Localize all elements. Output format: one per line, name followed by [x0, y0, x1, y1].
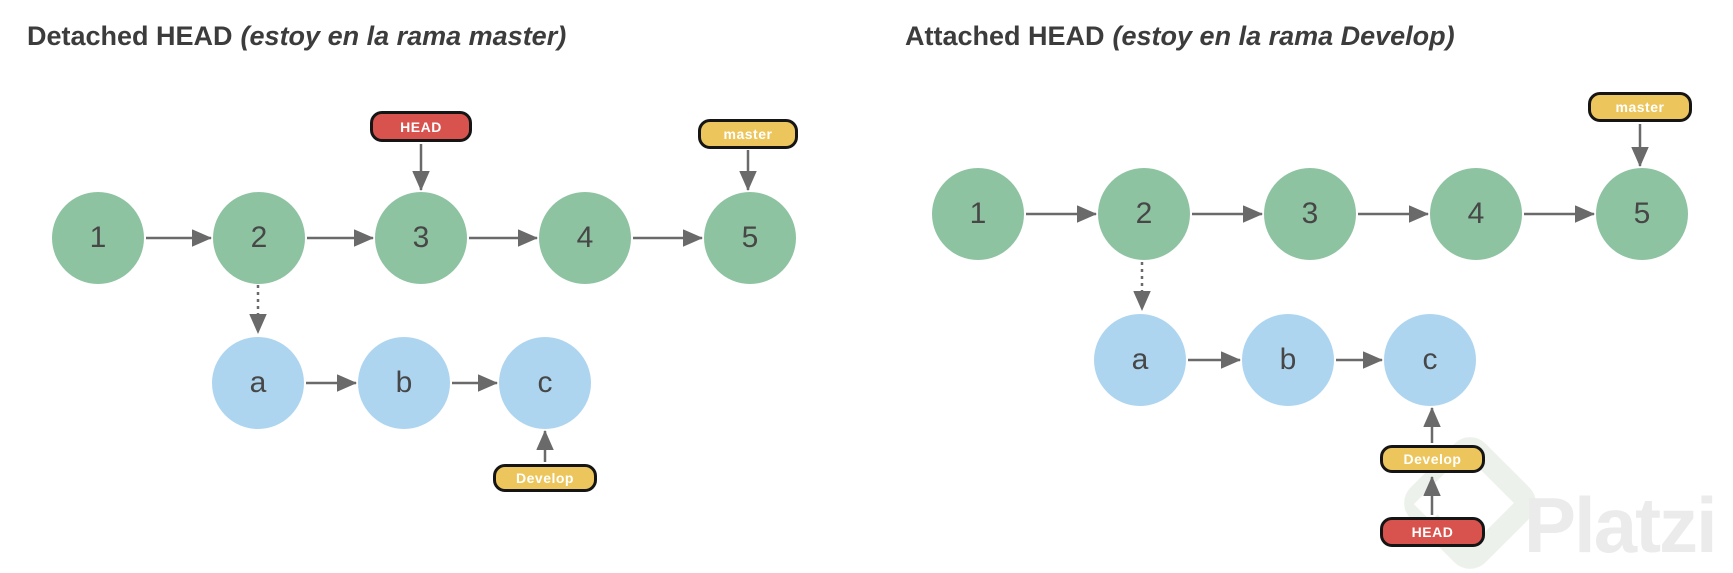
- left-branch-node-b: b: [358, 337, 450, 429]
- left-commit-node-3: 3: [375, 192, 467, 284]
- right-commit-node-1: 1: [932, 168, 1024, 260]
- right-commit-node-4: 4: [1430, 168, 1522, 260]
- left-commit-node-5: 5: [704, 192, 796, 284]
- left-master-badge: master: [698, 119, 798, 149]
- left-title-text: Detached HEAD: [27, 21, 233, 51]
- right-branch-node-b: b: [1242, 314, 1334, 406]
- right-diagram-title: Attached HEAD(estoy en la rama Develop): [905, 21, 1455, 52]
- left-branch-node-a: a: [212, 337, 304, 429]
- left-branch-node-c: c: [499, 337, 591, 429]
- right-master-badge: master: [1588, 92, 1692, 122]
- right-commit-node-2: 2: [1098, 168, 1190, 260]
- right-commit-node-3: 3: [1264, 168, 1356, 260]
- left-commit-node-1: 1: [52, 192, 144, 284]
- left-commit-node-2: 2: [213, 192, 305, 284]
- right-head-badge: HEAD: [1380, 517, 1485, 547]
- right-branch-node-a: a: [1094, 314, 1186, 406]
- left-head-badge: HEAD: [370, 111, 472, 142]
- left-commit-node-4: 4: [539, 192, 631, 284]
- left-title-note: (estoy en la rama master): [240, 21, 567, 51]
- right-title-text: Attached HEAD: [905, 21, 1105, 51]
- watermark-brand-text: Platzi: [1524, 481, 1718, 569]
- left-diagram-title: Detached HEAD(estoy en la rama master): [27, 21, 566, 52]
- right-commit-node-5: 5: [1596, 168, 1688, 260]
- right-title-note: (estoy en la rama Develop): [1112, 21, 1455, 51]
- left-develop-badge: Develop: [493, 464, 597, 492]
- right-develop-badge: Develop: [1380, 445, 1485, 473]
- right-branch-node-c: c: [1384, 314, 1476, 406]
